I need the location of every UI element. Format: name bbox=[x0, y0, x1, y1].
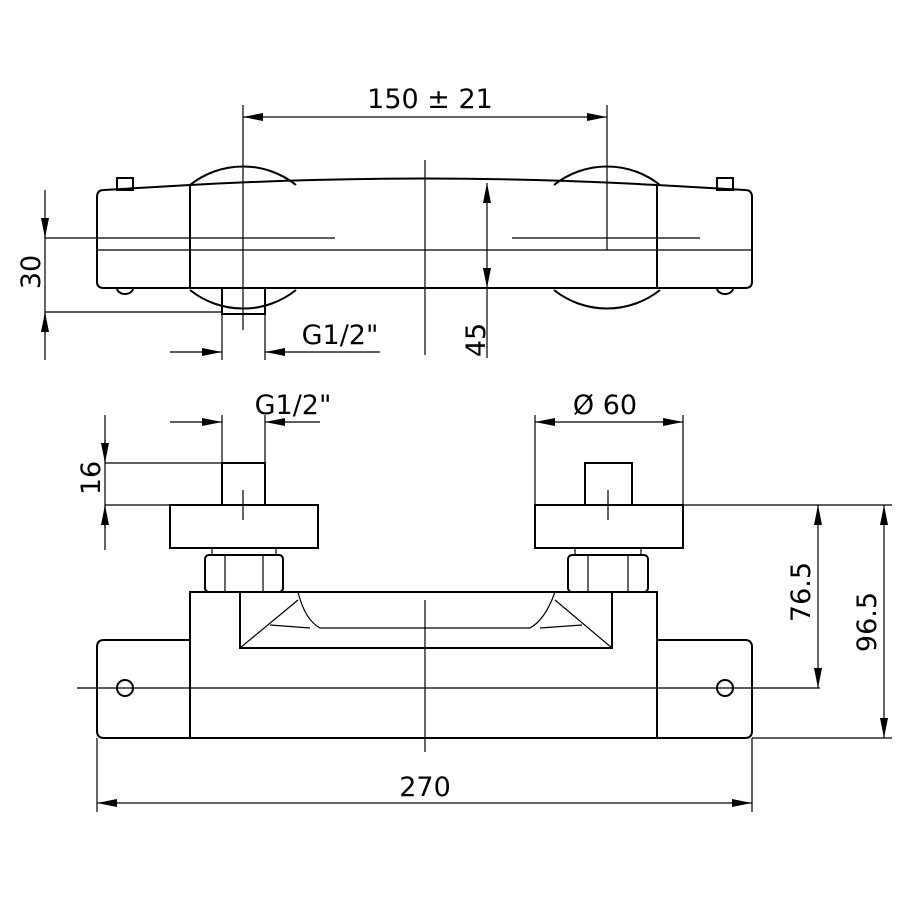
dim-45: 45 bbox=[461, 323, 492, 357]
top-view: 150 ± 21 30 45 G1/2" bbox=[16, 84, 753, 360]
dim-96-5: 96.5 bbox=[852, 592, 883, 652]
front-view: G1/2" Ø 60 16 76.5 96.5 270 bbox=[76, 390, 892, 812]
dim-diameter-60: Ø 60 bbox=[573, 390, 637, 421]
left-knob bbox=[116, 177, 134, 191]
left-end-cap bbox=[96, 639, 190, 739]
right-end-cap bbox=[657, 639, 753, 739]
right-foot bbox=[716, 287, 734, 295]
right-flange bbox=[534, 504, 684, 549]
dim-g12-top: G1/2" bbox=[302, 320, 379, 351]
dim-30: 30 bbox=[16, 255, 47, 289]
left-foot bbox=[116, 287, 134, 295]
dim-g12-front: G1/2" bbox=[255, 390, 332, 421]
right-eccentric-bottom bbox=[553, 289, 661, 310]
right-nut bbox=[567, 547, 649, 593]
right-knob bbox=[716, 177, 734, 191]
dim-270: 270 bbox=[399, 772, 451, 803]
body-main bbox=[189, 591, 658, 739]
dim-16: 16 bbox=[76, 461, 107, 495]
dim-76-5: 76.5 bbox=[786, 562, 817, 622]
left-flange bbox=[169, 504, 319, 549]
recess bbox=[239, 592, 613, 649]
dim-150: 150 ± 21 bbox=[367, 84, 493, 115]
body-top bbox=[96, 177, 753, 289]
left-nut bbox=[204, 547, 284, 593]
